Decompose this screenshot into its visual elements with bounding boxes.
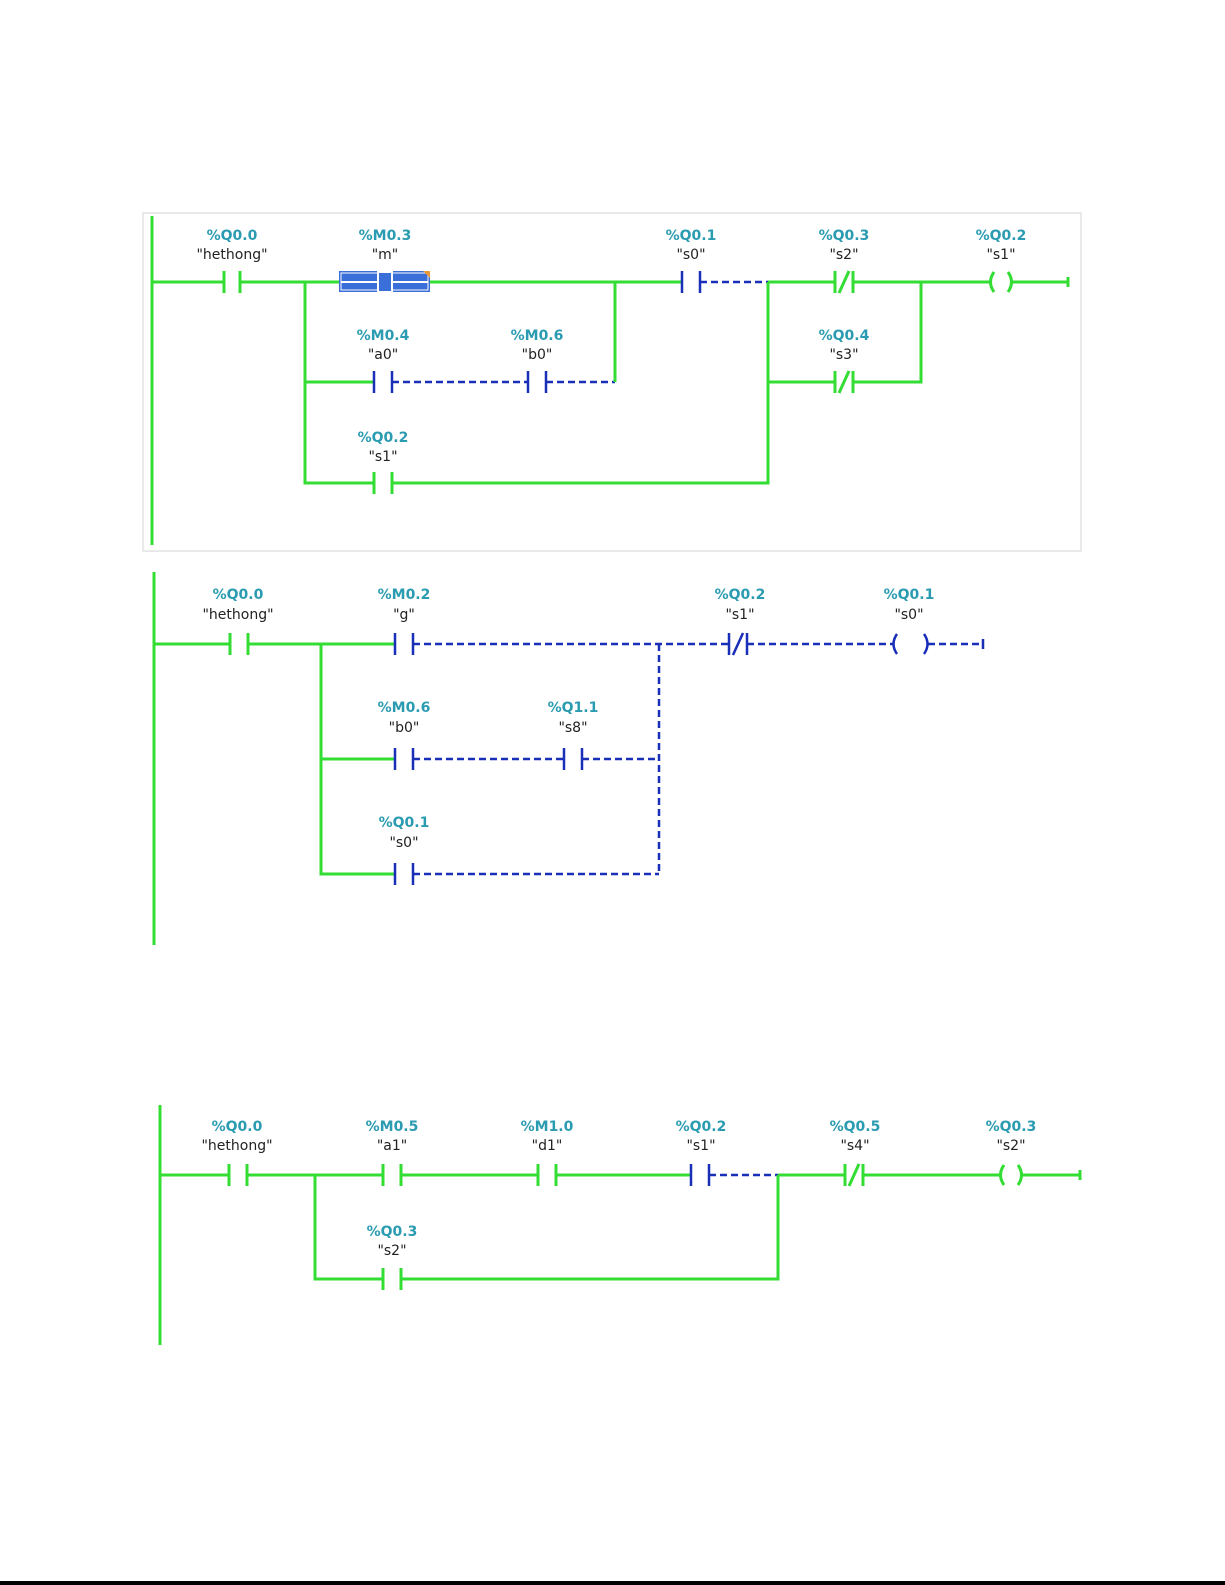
tag-label: "m" (372, 247, 399, 263)
network-3: %Q0.0 "hethong" %M0.5 "a1" %M1.0 "d1" %Q… (160, 1105, 1080, 1345)
page-bottom-border (0, 1581, 1225, 1585)
address-label: %Q0.3 (819, 228, 870, 244)
no-contact-symbol (378, 272, 392, 292)
no-contact-symbol (395, 748, 413, 770)
address-label: %M0.2 (378, 587, 431, 603)
coil-symbol (894, 634, 928, 654)
coil-symbol (1001, 1165, 1022, 1185)
address-label: %Q0.3 (367, 1224, 418, 1240)
no-contact-symbol (224, 271, 240, 293)
no-contact-symbol (374, 472, 392, 494)
tag-label: "s2" (829, 247, 858, 263)
tag-label: "s8" (558, 720, 587, 736)
tag-label: "hethong" (202, 607, 273, 623)
no-contact-symbol (691, 1164, 709, 1186)
tag-label: "s0" (894, 607, 923, 623)
address-label: %Q0.2 (676, 1119, 727, 1135)
address-label: %Q0.2 (358, 430, 409, 446)
address-label: %Q0.2 (976, 228, 1027, 244)
no-contact-symbol (383, 1268, 401, 1290)
coil-symbol (991, 272, 1012, 292)
address-label: %Q0.0 (207, 228, 258, 244)
address-label: %M0.5 (366, 1119, 419, 1135)
tag-label: "a1" (377, 1138, 407, 1154)
address-label: %Q0.1 (379, 815, 430, 831)
no-contact-symbol (395, 633, 413, 655)
tag-label: "g" (393, 607, 415, 623)
tag-label: "a0" (368, 347, 398, 363)
nc-contact-symbol (729, 633, 747, 655)
tag-label: "s0" (676, 247, 705, 263)
n1-m[interactable]: %M0.3 "m" (339, 228, 430, 292)
nc-contact-symbol (835, 371, 853, 393)
tag-label: "b0" (389, 720, 420, 736)
tag-label: "hethong" (196, 247, 267, 263)
address-label: %M0.6 (378, 700, 431, 716)
tag-label: "s1" (686, 1138, 715, 1154)
nc-contact-symbol (845, 1164, 863, 1186)
no-contact-symbol (395, 863, 413, 885)
address-label: %Q0.1 (884, 587, 935, 603)
no-contact-symbol (538, 1164, 556, 1186)
address-label: %M0.3 (359, 228, 412, 244)
address-label: %M0.4 (357, 328, 410, 344)
no-contact-symbol (229, 1164, 247, 1186)
no-contact-symbol (564, 748, 582, 770)
address-label: %M0.6 (511, 328, 564, 344)
tag-label: "d1" (532, 1138, 563, 1154)
address-label: %Q0.1 (666, 228, 717, 244)
tag-label: "s1" (725, 607, 754, 623)
address-label: %Q0.0 (213, 587, 264, 603)
address-label: %Q0.0 (212, 1119, 263, 1135)
n2-s8[interactable]: %Q1.1 "s8" (548, 700, 599, 770)
tag-label: "s1" (986, 247, 1015, 263)
address-label: %M1.0 (521, 1119, 574, 1135)
address-label: %Q0.3 (986, 1119, 1037, 1135)
tag-label: "s4" (840, 1138, 869, 1154)
tag-label: "s2" (377, 1243, 406, 1259)
tag-label: "s2" (996, 1138, 1025, 1154)
wire (401, 1175, 778, 1279)
no-contact-symbol (374, 371, 392, 393)
network-2: %Q0.0 "hethong" %M0.2 "g" %Q0.2 "s1" %Q0… (154, 572, 983, 945)
address-label: %Q0.4 (819, 328, 870, 344)
no-contact-symbol (528, 371, 546, 393)
address-label: %Q1.1 (548, 700, 599, 716)
tag-label: "hethong" (201, 1138, 272, 1154)
no-contact-symbol (682, 271, 700, 293)
nc-contact-symbol (835, 271, 853, 293)
no-contact-symbol (230, 633, 248, 655)
tag-label: "s1" (368, 449, 397, 465)
network-1: %Q0.0 "hethong" %M0.3 "m" %Q0.1 "s0" %Q0… (143, 213, 1081, 551)
tag-label: "s0" (389, 835, 418, 851)
tag-label: "b0" (522, 347, 553, 363)
address-label: %Q0.5 (830, 1119, 881, 1135)
address-label: %Q0.2 (715, 587, 766, 603)
tag-label: "s3" (829, 347, 858, 363)
no-contact-symbol (383, 1164, 401, 1186)
